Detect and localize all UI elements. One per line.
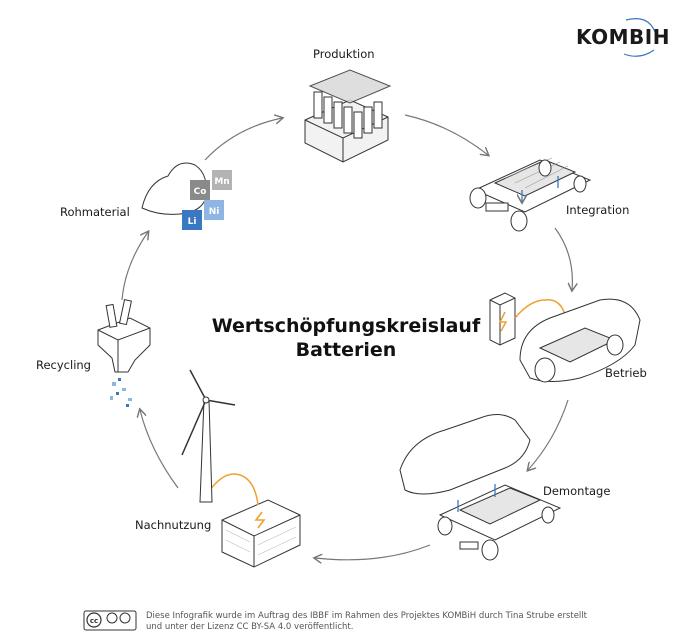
footer-line2: und unter der Lizenz CC BY-SA 4.0 veröff…	[146, 622, 354, 632]
production-cells-icon	[304, 69, 392, 163]
label-demontage: Demontage	[543, 484, 611, 498]
svg-text:Co: Co	[194, 187, 207, 197]
label-recycling: Recycling	[36, 358, 91, 372]
label-betrieb: Betrieb	[605, 366, 647, 380]
arrow-produktion-to-integration	[404, 114, 488, 155]
raw-material-icon: Co Mn Li Ni	[141, 162, 232, 230]
logo-cycle-icon	[623, 18, 657, 57]
element-tile-li: Li	[182, 210, 202, 230]
element-tile-mn: Mn	[212, 170, 232, 190]
arrow-nachnutzung-to-recycling	[140, 410, 179, 489]
footer-line1: Diese Infografik wurde im Auftrag des IB…	[146, 611, 587, 621]
diagram-title-line1: Wertschöpfungskreislauf	[211, 315, 481, 337]
label-rohmaterial: Rohmaterial	[60, 205, 130, 219]
arrow-betrieb-to-demontage	[528, 399, 569, 470]
operation-car-charger-icon	[489, 292, 641, 383]
element-tile-co: Co	[190, 180, 210, 200]
svg-text:Ni: Ni	[209, 207, 220, 217]
integration-chassis-icon	[469, 157, 592, 232]
svg-text:cc: cc	[90, 617, 98, 625]
cc-license-badge: cc	[83, 610, 137, 631]
arrow-demontage-to-nachnutzung	[315, 544, 431, 560]
arrow-integration-to-betrieb	[554, 227, 572, 290]
arrow-recycling-to-rohmaterial	[121, 232, 148, 301]
label-produktion: Produktion	[313, 47, 375, 61]
element-tile-ni: Ni	[204, 200, 224, 220]
svg-text:Li: Li	[188, 217, 197, 227]
disassembly-icon	[399, 414, 562, 561]
svg-text:Mn: Mn	[214, 177, 229, 187]
logo-text-right: H	[652, 25, 670, 49]
label-nachnutzung: Nachnutzung	[135, 518, 212, 532]
diagram-title-line2: Batterien	[295, 339, 397, 361]
arrow-rohmaterial-to-produktion	[204, 118, 282, 161]
logo-text-left: KOMBI	[576, 25, 653, 49]
label-integration: Integration	[566, 203, 630, 217]
license-footer: Diese Infografik wurde im Auftrag des IB…	[146, 611, 587, 633]
kombih-logo: KOMBIH	[576, 25, 670, 49]
second-life-storage-icon	[181, 369, 301, 568]
cycle-arrows	[121, 114, 572, 560]
recycling-funnel-icon	[97, 299, 151, 407]
diagram-title: Wertschöpfungskreislauf Batterien	[0, 314, 692, 362]
